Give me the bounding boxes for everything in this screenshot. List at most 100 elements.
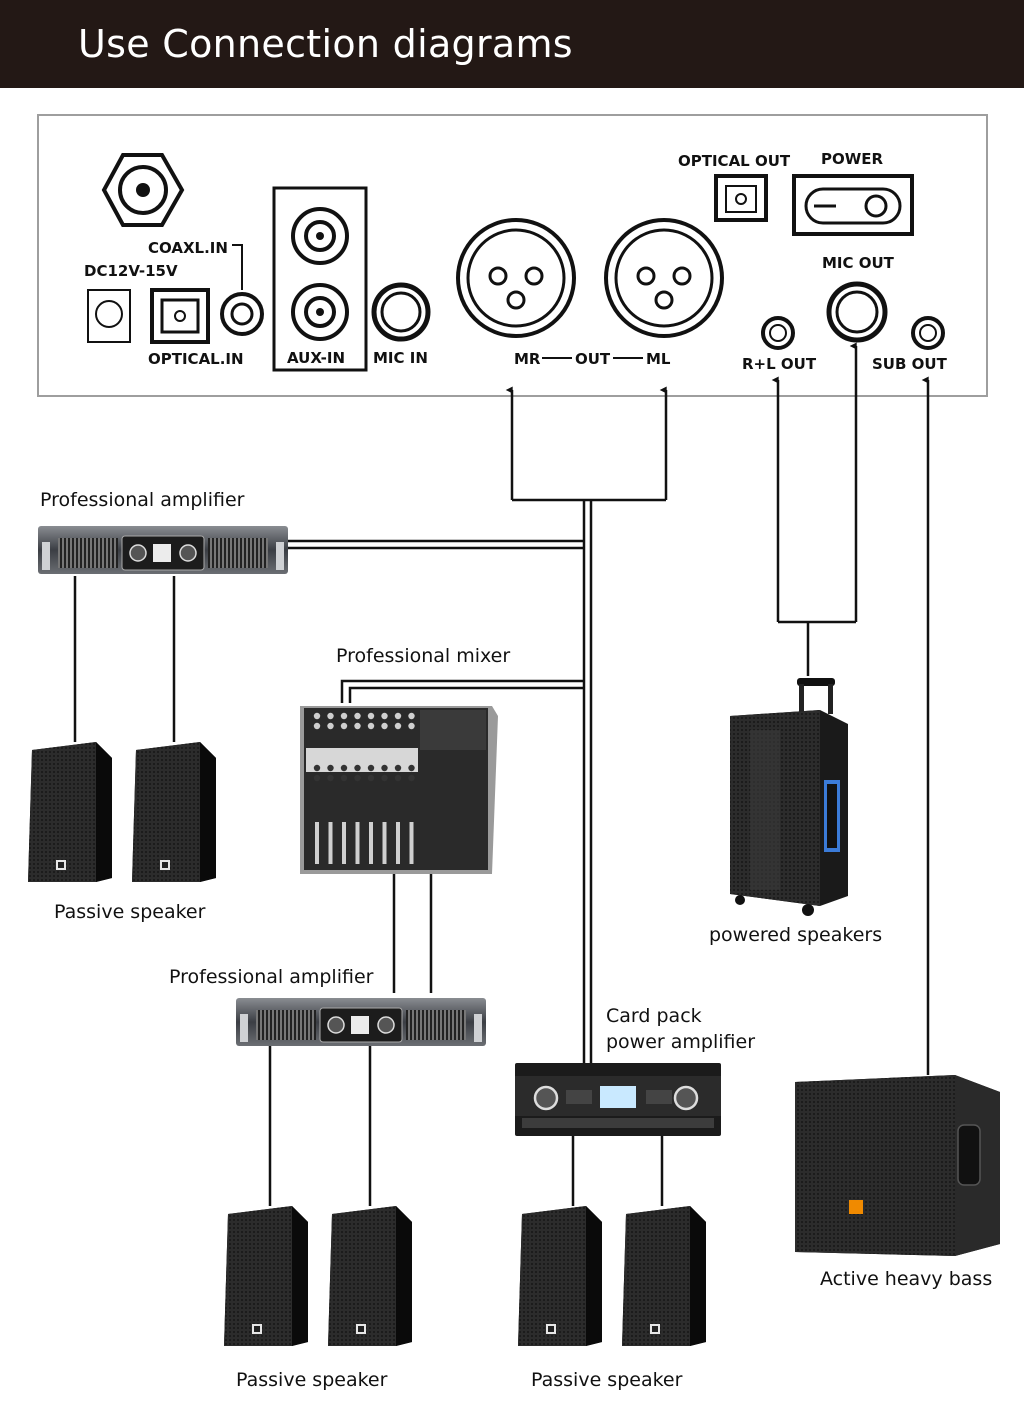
page-title: Use Connection diagrams bbox=[78, 22, 573, 66]
amp-mid-label: Professional amplifier bbox=[169, 966, 374, 988]
speaker-icon bbox=[518, 1206, 602, 1346]
mixer-fader bbox=[342, 822, 346, 864]
mixer-fader bbox=[315, 822, 319, 864]
mixer-knob bbox=[340, 712, 348, 720]
mixer-knob bbox=[394, 764, 402, 772]
optical-in-jack: OPTICAL.IN bbox=[148, 288, 244, 368]
mixer-knob bbox=[394, 774, 402, 782]
amplifier-icon bbox=[37, 525, 289, 575]
speaker-icon bbox=[224, 1206, 308, 1346]
mixer-knob bbox=[327, 722, 334, 730]
mixer-knob bbox=[340, 774, 348, 782]
mic-out-jack: MIC OUT bbox=[822, 254, 895, 343]
mixer-fader bbox=[355, 822, 360, 864]
mixer-knob bbox=[354, 764, 361, 772]
device-rear-panel: COAXL.IN DC12V-15V OPTICAL.IN AUX-IN bbox=[37, 114, 988, 397]
mixer-knob bbox=[340, 722, 348, 730]
passive-speakers-left: Passive speaker bbox=[28, 742, 216, 923]
optical-in-label: OPTICAL.IN bbox=[148, 350, 244, 368]
mixer-knob bbox=[327, 764, 334, 772]
mixer-fader bbox=[382, 822, 387, 864]
wire-mixer-a bbox=[340, 679, 584, 703]
card-pack-power-amplifier: Card pack power amplifier bbox=[515, 1005, 755, 1136]
coaxial-in-jack: COAXL.IN bbox=[101, 153, 243, 290]
power-label: POWER bbox=[821, 150, 884, 168]
mixer-knob bbox=[367, 764, 375, 772]
sub-out-jack: SUB OUT bbox=[872, 316, 948, 373]
dc-in-label: DC12V-15V bbox=[84, 262, 178, 280]
xlr-out-labels: MR OUT ML bbox=[514, 350, 671, 368]
mixer-knob bbox=[313, 722, 321, 730]
mixer-knob bbox=[408, 774, 415, 782]
sub-out-label: SUB OUT bbox=[872, 355, 948, 373]
rl-out-label: R+L OUT bbox=[742, 355, 817, 373]
professional-amplifier-top: Professional amplifier bbox=[37, 489, 289, 575]
speaker-icon bbox=[622, 1206, 706, 1346]
mixer-label: Professional mixer bbox=[336, 645, 510, 667]
mixer-knob bbox=[381, 712, 388, 720]
passive-bottom-right-label: Passive speaker bbox=[531, 1369, 683, 1391]
professional-mixer: Professional mixer bbox=[300, 645, 510, 874]
connection-lines bbox=[73, 342, 930, 1206]
speaker-icon bbox=[328, 1206, 412, 1346]
mixer-knob bbox=[313, 764, 321, 772]
mixer-knob bbox=[313, 712, 321, 720]
mixer-knob bbox=[367, 712, 375, 720]
card-pack-amp-icon bbox=[515, 1063, 721, 1136]
mixer-knob bbox=[381, 774, 388, 782]
mixer-fader bbox=[328, 822, 333, 864]
powered-speaker: powered speakers bbox=[709, 678, 882, 946]
mixer-fader bbox=[396, 822, 400, 864]
mixer-knob bbox=[327, 712, 334, 720]
header-bar: Use Connection diagrams bbox=[0, 0, 1024, 88]
xlr-out-left bbox=[604, 218, 724, 338]
mixer-knob bbox=[327, 774, 334, 782]
mixer-knob bbox=[408, 712, 415, 720]
professional-amplifier-mid: Professional amplifier bbox=[169, 966, 487, 1047]
passive-speakers-bottom-left: Passive speaker bbox=[224, 1206, 412, 1391]
mixer-knob bbox=[394, 712, 402, 720]
speaker-icon bbox=[132, 742, 216, 882]
mic-in-label: MIC IN bbox=[373, 349, 428, 367]
mixer-knob bbox=[354, 774, 361, 782]
mixer-knob bbox=[367, 774, 375, 782]
trolley-speaker-icon bbox=[730, 678, 848, 916]
mixer-knob bbox=[354, 712, 361, 720]
mixer-knob bbox=[354, 722, 361, 730]
mixer-knob bbox=[381, 764, 388, 772]
rl-out-jack: R+L OUT bbox=[742, 316, 817, 373]
passive-left-label: Passive speaker bbox=[54, 901, 206, 923]
mic-in-jack: MIC IN bbox=[371, 282, 431, 367]
coaxial-rca-jack bbox=[220, 292, 264, 336]
subwoofer-icon bbox=[795, 1075, 1000, 1256]
passive-speakers-bottom-right: Passive speaker bbox=[518, 1206, 706, 1391]
mr-label: MR bbox=[514, 350, 541, 368]
aux-in-jacks: AUX-IN bbox=[272, 186, 368, 372]
mixer-channel-strips bbox=[313, 712, 415, 864]
power-switch: POWER bbox=[792, 150, 914, 236]
coaxial-in-label: COAXL.IN bbox=[148, 239, 228, 257]
out-label: OUT bbox=[575, 350, 611, 368]
powered-speakers-label: powered speakers bbox=[709, 924, 882, 946]
speaker-icon bbox=[28, 742, 112, 882]
ml-label: ML bbox=[646, 350, 671, 368]
mixer-fader bbox=[409, 822, 414, 864]
amplifier-icon bbox=[235, 997, 487, 1047]
mixer-knob bbox=[340, 764, 348, 772]
amp-top-label: Professional amplifier bbox=[40, 489, 245, 511]
card-pack-label-line2: power amplifier bbox=[606, 1031, 755, 1053]
wire-mixer-b bbox=[348, 686, 584, 703]
mixer-knob bbox=[408, 722, 415, 730]
mixer-fader bbox=[369, 822, 373, 864]
mixer-knob bbox=[408, 764, 415, 772]
card-pack-label-line1: Card pack bbox=[606, 1005, 702, 1027]
mixer-knob bbox=[367, 722, 375, 730]
optical-out-jack: OPTICAL OUT bbox=[678, 152, 791, 222]
optical-out-label: OPTICAL OUT bbox=[678, 152, 791, 170]
passive-bottom-left-label: Passive speaker bbox=[236, 1369, 388, 1391]
active-subwoofer: Active heavy bass bbox=[795, 1075, 1000, 1290]
aux-in-label: AUX-IN bbox=[287, 349, 345, 367]
mixer-knob bbox=[381, 722, 388, 730]
xlr-out-right bbox=[456, 218, 576, 338]
